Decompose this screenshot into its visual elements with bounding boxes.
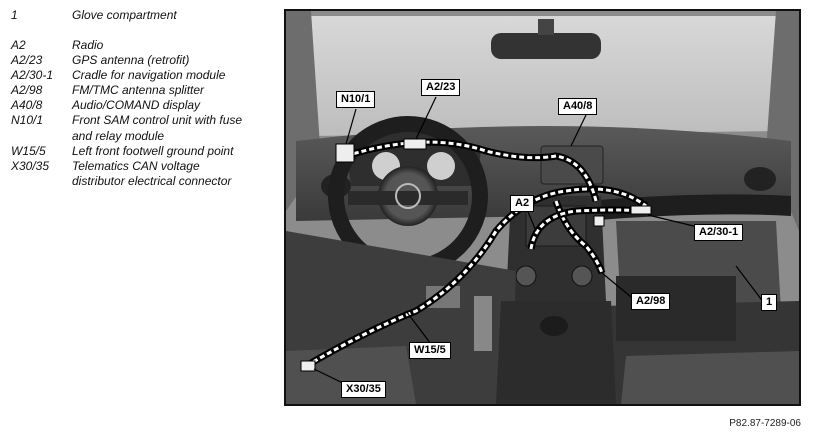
steering-wheel-spokes — [348, 191, 468, 205]
a2-23-marker — [403, 138, 427, 150]
legend-code-glove: 1 — [11, 8, 18, 22]
center-tunnel — [496, 301, 616, 404]
callout-a2-98: A2/98 — [631, 293, 671, 310]
legend-desc-a40-8: Audio/COMAND display — [72, 98, 201, 112]
legend-desc-a2: Radio — [72, 38, 104, 52]
climate-knob-left — [515, 265, 537, 287]
a2-30-1-marker — [630, 205, 652, 215]
wiring-harness — [304, 138, 649, 370]
legend-code-a2-98: A2/98 — [11, 83, 43, 97]
callout-a2: A2 — [510, 195, 535, 212]
dashboard-wiring-figure: N10/1 A2/23 A40/8 A2 A2/30-1 A2/98 W15/5… — [284, 9, 801, 406]
gear-selector — [540, 316, 568, 336]
callout-a40-8: A40/8 — [558, 98, 598, 115]
callout-a2-23: A2/23 — [421, 79, 461, 96]
legend-code-a2-23: A2/23 — [11, 53, 43, 67]
mirror-mount — [538, 19, 554, 35]
a2-98-marker — [593, 215, 605, 227]
passenger-seat — [621, 351, 799, 404]
legend-desc-a2-23: GPS antenna (retrofit) — [72, 53, 190, 67]
emblem — [395, 183, 421, 209]
figure-reference: P82.87-7289-06 — [729, 418, 801, 429]
windshield — [304, 16, 786, 136]
callout-a2-30-1: A2/30-1 — [694, 224, 744, 241]
dashboard-illustration — [286, 11, 799, 404]
tachometer-dial — [427, 152, 455, 180]
legend-desc-glove: Glove compartment — [72, 8, 177, 22]
callout-x30-35: X30/35 — [341, 381, 386, 398]
legend-desc-x30-35: Telematics CAN voltage — [72, 159, 200, 173]
legend-desc-a2-98: FM/TMC antenna splitter — [72, 83, 205, 97]
legend-code-a2: A2 — [11, 38, 26, 52]
legend-code-n10-1: N10/1 — [11, 113, 44, 127]
legend-desc-n10-1: Front SAM control unit with fuse — [72, 113, 243, 127]
x30-35-marker — [300, 360, 316, 372]
right-vent — [744, 167, 776, 191]
callout-w15-5: W15/5 — [409, 342, 451, 359]
callout-n10-1: N10/1 — [336, 91, 376, 108]
legend-desc-x30-35-cont: distributor electrical connector — [72, 174, 232, 188]
legend-desc-w15-5: Left front footwell ground point — [72, 144, 234, 158]
legend-code-w15-5: W15/5 — [11, 144, 46, 158]
n10-1-marker — [335, 143, 355, 163]
legend-desc-a2-30-1: Cradle for navigation module — [72, 68, 226, 82]
legend-desc-n10-1-cont: and relay module — [72, 129, 165, 143]
component-legend: 1 Glove compartment A2 Radio A2/23 GPS a… — [0, 0, 280, 200]
callout-glove: 1 — [761, 294, 778, 311]
accelerator-pedal — [474, 296, 492, 351]
climate-knob-right — [571, 265, 593, 287]
legend-code-a2-30-1: A2/30-1 — [11, 68, 54, 82]
legend-code-a40-8: A40/8 — [11, 98, 43, 112]
rearview-mirror — [491, 33, 601, 59]
legend-code-x30-35: X30/35 — [11, 159, 50, 173]
